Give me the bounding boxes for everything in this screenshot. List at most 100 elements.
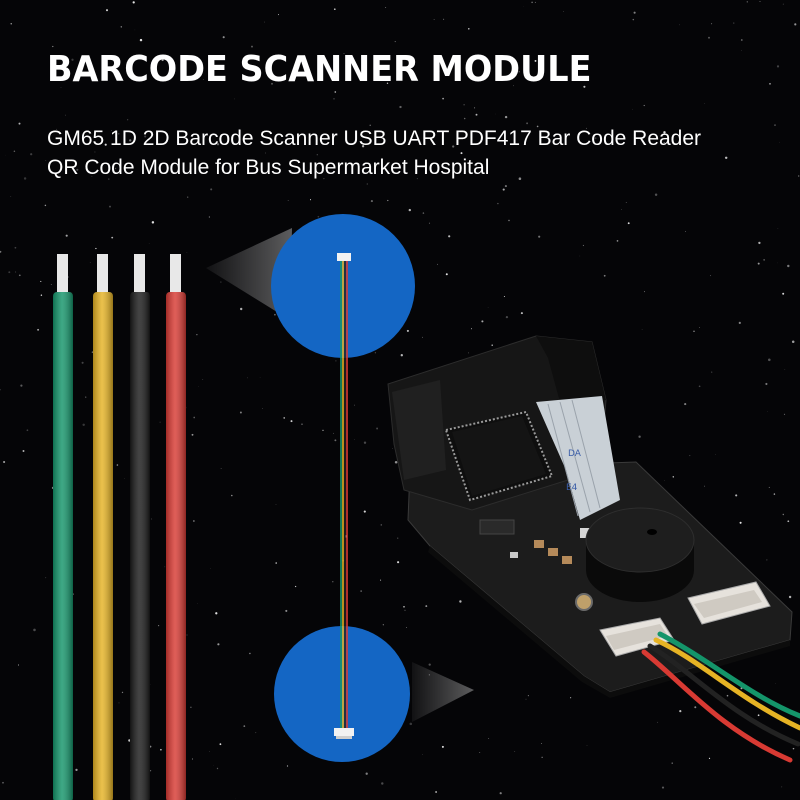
star	[287, 200, 289, 201]
star	[10, 23, 12, 25]
star	[75, 768, 78, 772]
star	[661, 786, 665, 789]
star	[360, 590, 362, 592]
zoom-circle-bottom	[274, 626, 410, 762]
star	[380, 524, 383, 526]
smd-component	[479, 519, 515, 535]
star	[774, 124, 776, 126]
star	[193, 520, 195, 522]
star	[159, 421, 161, 423]
star	[773, 493, 776, 495]
scanner-module: DA E4	[387, 335, 800, 763]
star	[422, 336, 423, 338]
star	[621, 209, 623, 211]
star	[10, 195, 12, 197]
star	[499, 792, 502, 795]
star	[502, 188, 505, 191]
star	[514, 751, 516, 752]
star	[541, 743, 542, 744]
star	[68, 276, 69, 278]
star	[671, 762, 673, 764]
star	[433, 19, 435, 20]
star	[518, 177, 522, 180]
star	[641, 329, 643, 330]
star	[294, 585, 297, 588]
star	[698, 385, 701, 388]
star	[459, 600, 462, 603]
star	[746, 1, 748, 3]
star	[65, 114, 66, 116]
star	[52, 45, 54, 48]
star	[382, 624, 384, 626]
star	[470, 328, 473, 330]
star	[376, 427, 379, 430]
star	[316, 154, 318, 156]
star	[246, 377, 248, 379]
star	[202, 379, 204, 380]
star	[134, 29, 136, 31]
star	[243, 725, 246, 727]
star	[265, 152, 266, 154]
star	[583, 85, 586, 88]
star	[290, 420, 293, 423]
star	[219, 743, 222, 746]
star	[397, 561, 400, 564]
star	[26, 429, 29, 432]
star	[391, 448, 393, 449]
star	[488, 738, 490, 739]
star	[275, 504, 277, 505]
star	[191, 758, 193, 760]
star	[118, 702, 120, 704]
star	[0, 250, 2, 253]
star	[111, 236, 114, 239]
star	[759, 0, 761, 3]
star	[708, 36, 710, 39]
star	[422, 754, 423, 755]
star	[186, 634, 188, 636]
star	[105, 9, 109, 12]
star	[71, 58, 74, 61]
star	[33, 628, 36, 632]
star	[632, 108, 633, 110]
star	[441, 745, 444, 748]
star	[335, 360, 337, 362]
star	[239, 411, 242, 414]
star	[50, 284, 52, 285]
star	[475, 113, 478, 116]
star	[504, 115, 508, 119]
star	[394, 41, 396, 43]
star	[632, 18, 635, 21]
wire-black-tip	[134, 254, 145, 296]
star	[787, 264, 790, 268]
star	[144, 135, 147, 138]
star	[374, 352, 377, 354]
star	[525, 698, 527, 700]
star	[724, 156, 728, 160]
star	[594, 137, 597, 140]
star	[129, 139, 132, 142]
star	[127, 119, 129, 121]
star	[463, 104, 465, 106]
star	[406, 627, 407, 628]
star	[333, 98, 335, 100]
star	[317, 215, 320, 218]
star	[333, 432, 334, 434]
star	[161, 58, 164, 62]
star	[481, 320, 484, 323]
star	[151, 518, 153, 520]
star	[217, 643, 220, 646]
star	[30, 153, 33, 156]
star	[94, 151, 96, 153]
star	[644, 291, 645, 293]
star	[526, 122, 529, 125]
star	[694, 706, 697, 709]
star	[452, 145, 455, 148]
star	[255, 732, 257, 734]
star	[197, 603, 198, 604]
star	[193, 416, 196, 419]
star	[109, 205, 111, 208]
star	[220, 281, 222, 283]
star	[428, 222, 431, 224]
star	[13, 150, 16, 153]
star	[735, 494, 738, 497]
